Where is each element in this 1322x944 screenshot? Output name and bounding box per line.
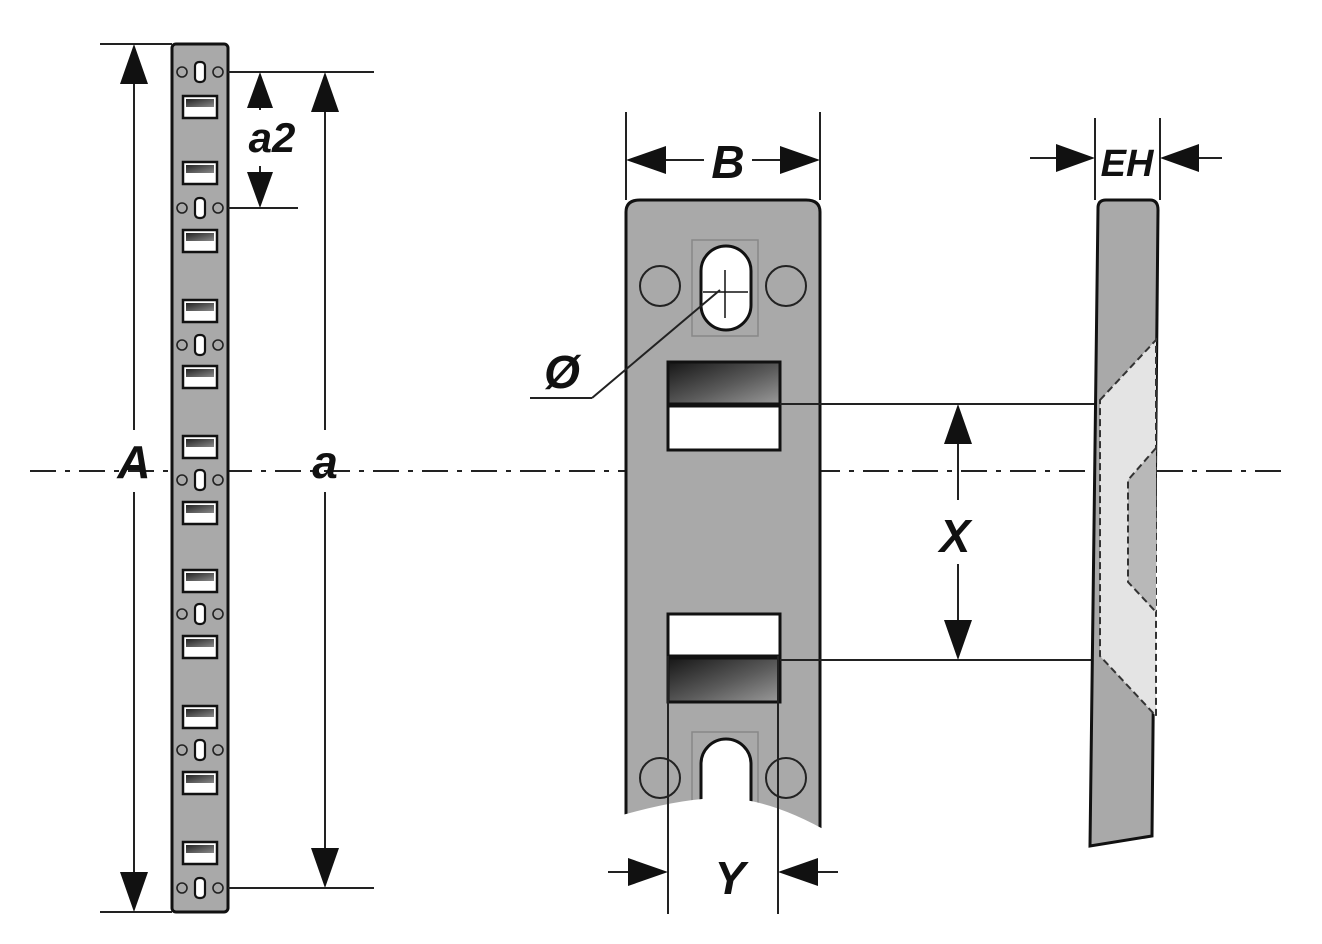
dimension-a: a [228,71,374,889]
strip-slot-shade [186,369,214,377]
dimension-diameter: Ø [530,289,721,399]
oval-hole-bottom [699,737,753,804]
strip-small-hole [176,608,188,620]
strip-small-hole [212,66,224,78]
strip-slot-shade [186,439,214,447]
strip-slot-shade [186,99,214,107]
side-slot-ramp [1127,447,1157,613]
strip-oval-hole [193,602,207,626]
strip-small-hole [176,882,188,894]
strip-small-hole [176,339,188,351]
strip-small-hole [212,202,224,214]
strip-small-hole [176,66,188,78]
strip-small-hole [212,744,224,756]
dimension-Y: Y [608,656,838,914]
label-a: a [312,436,338,488]
strip-small-hole [212,608,224,620]
label-a2: a2 [249,114,296,161]
label-B: B [711,136,744,188]
strip-oval-hole [193,468,207,492]
strip-full-view [170,42,230,914]
label-diameter: Ø [544,346,582,398]
slot-dark-bottom [666,656,782,704]
label-A: A [116,436,150,488]
strip-oval-hole [193,196,207,220]
mounting-hole-bottom-right [765,757,807,799]
strip-small-hole [212,882,224,894]
dimension-A: A [100,43,172,913]
mounting-hole-top-right [765,265,807,307]
strip-oval-hole [193,876,207,900]
slot-light-bottom [666,612,782,658]
strip-small-hole [176,202,188,214]
strip-detail-front-view [612,198,832,850]
strip-slot-shade [186,233,214,241]
strip-slot-shade [186,165,214,173]
dimension-EH: EH [1030,118,1222,200]
strip-small-hole [212,339,224,351]
label-EH: EH [1101,143,1155,185]
strip-oval-hole [193,333,207,357]
strip-slot-shade [186,845,214,853]
strip-side-view [1088,198,1160,848]
strip-small-hole [176,744,188,756]
strip-slot-shade [186,505,214,513]
label-X: X [937,510,973,562]
strip-slot-shade [186,775,214,783]
mounting-hole-top-left [639,265,681,307]
mounting-hole-bottom-left [639,757,681,799]
dimension-a2: a2 [228,72,298,209]
strip-slot-shade [186,303,214,311]
label-Y: Y [715,852,750,904]
strip-slot-shade [186,573,214,581]
strip-slot-shade [186,709,214,717]
dimension-X: X [780,403,1100,661]
oval-hole-top [699,244,753,332]
strip-small-hole [176,474,188,486]
strip-oval-hole [193,738,207,762]
strip-small-hole [212,474,224,486]
slot-dark-top [666,360,782,406]
strip-units [176,60,224,900]
strip-oval-hole [193,60,207,84]
strip-slot-shade [186,639,214,647]
dimension-B: B [625,112,821,200]
slot-light-top [666,404,782,452]
